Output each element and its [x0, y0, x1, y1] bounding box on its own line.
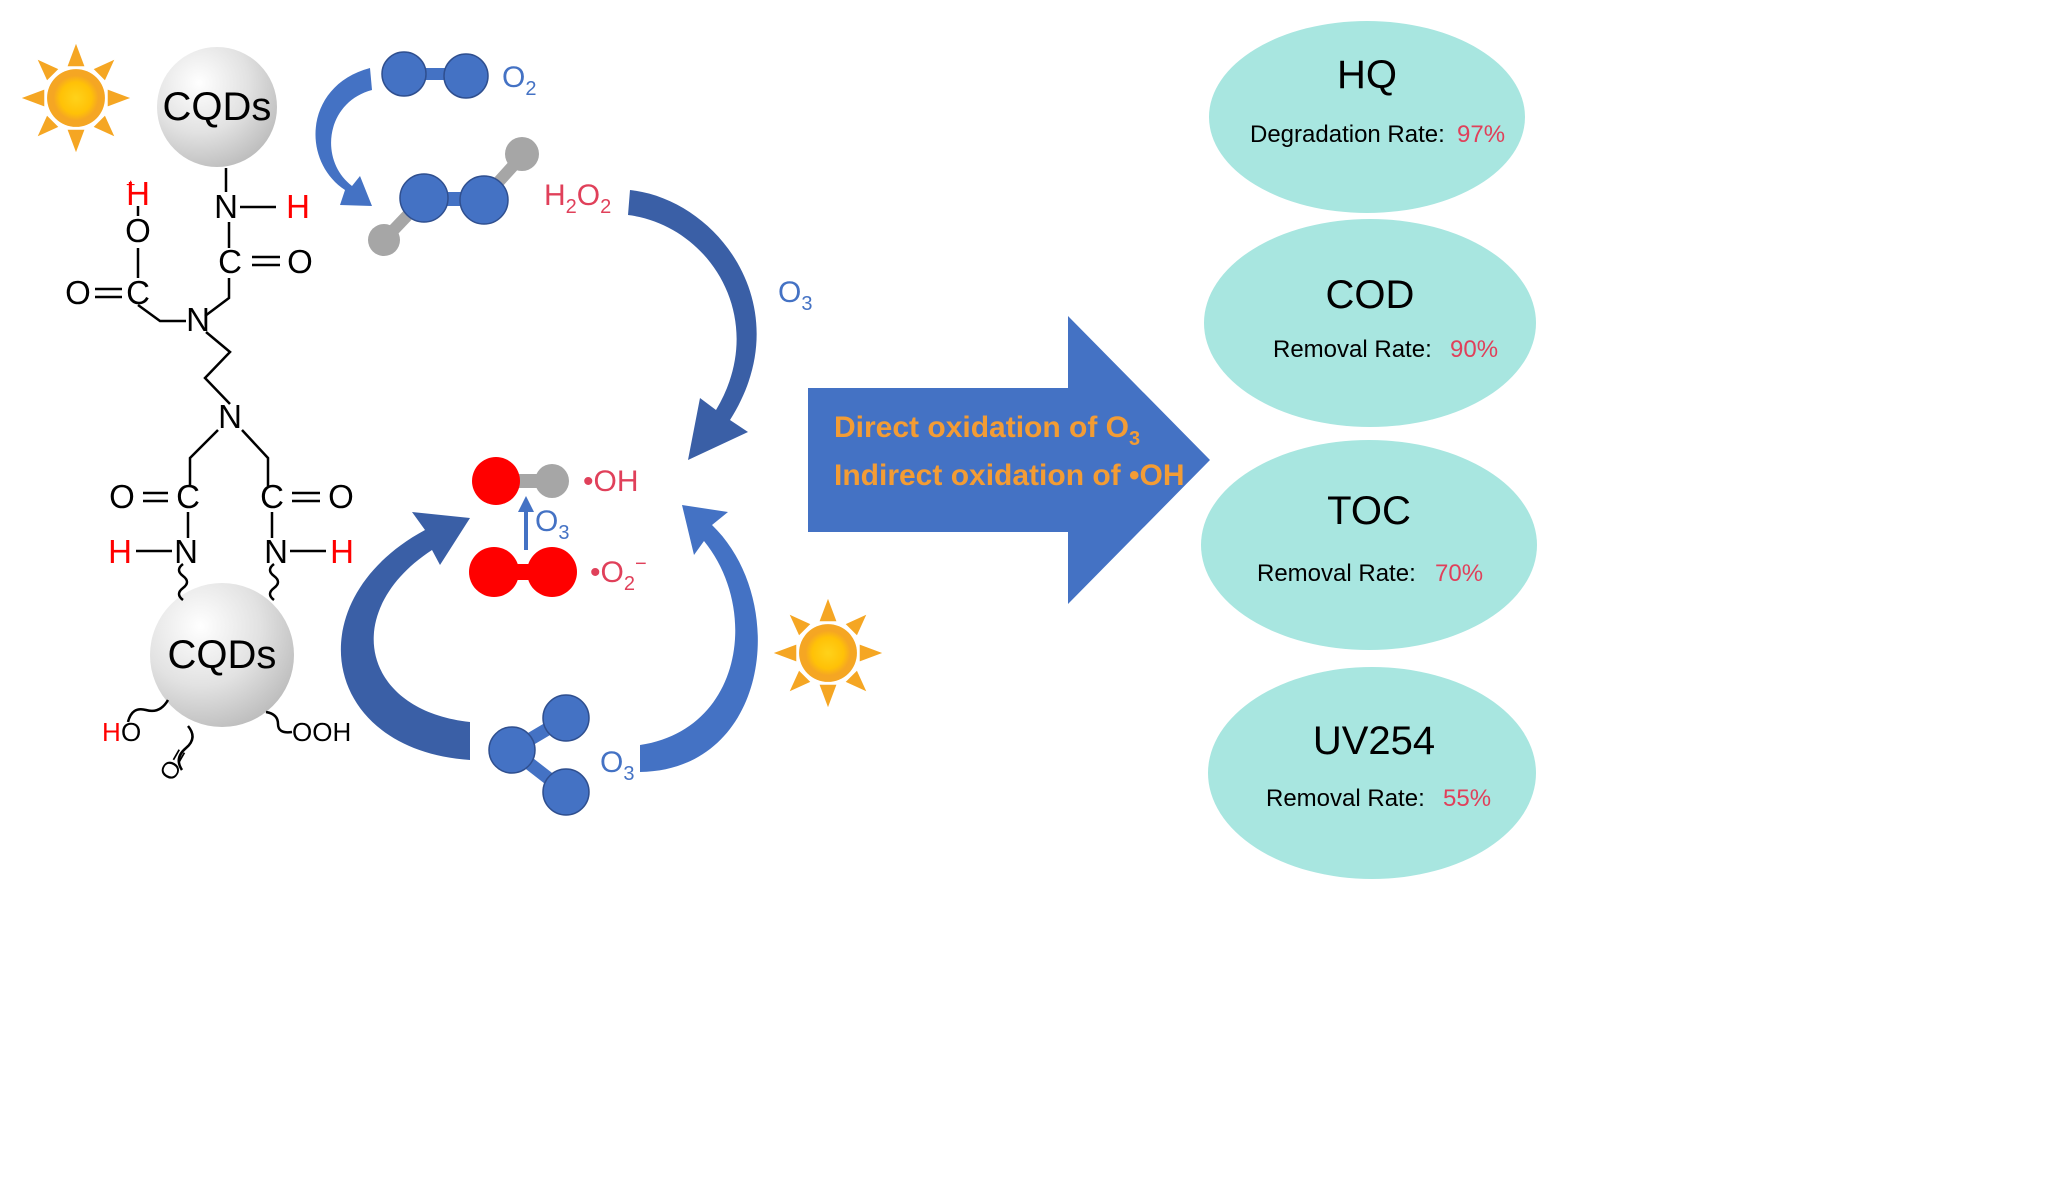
oh-radical-molecule [472, 457, 569, 505]
atom-c: C [260, 478, 284, 515]
cqd-label-bottom: CQDs [168, 633, 277, 677]
result-value: 90% [1450, 336, 1498, 363]
small-up-arrow [518, 496, 534, 550]
atom-n: N [174, 533, 198, 570]
atom-c: C [218, 243, 242, 280]
atom-c: C [126, 274, 150, 311]
ligand-structure [95, 168, 326, 771]
keto-group: O= [155, 744, 195, 786]
o3-label-bottom: O3 [600, 746, 634, 785]
result-name: UV254 [1313, 719, 1435, 763]
h2o2-molecule [368, 137, 539, 256]
curved-arrow-o3-right [640, 505, 758, 772]
sun-icon [21, 43, 131, 153]
cqd-particle-top: CQDs [157, 47, 277, 167]
plus-sign: + [126, 177, 135, 194]
atom-n: N [186, 301, 210, 338]
o3-molecule [488, 694, 590, 816]
atom-o-minus: O [125, 212, 151, 249]
mechanism-line-2: Indirect oxidation of •OH [834, 459, 1185, 492]
atom-c: C [176, 478, 200, 515]
result-value: 97% [1457, 121, 1505, 148]
curved-arrow-o2 [315, 68, 372, 206]
o3-label-right: O3 [778, 276, 812, 315]
ooh-group: OOH [292, 717, 351, 747]
atom-h: H [330, 533, 354, 570]
atom-o: O [65, 274, 91, 311]
oh-radical-label: •OH [583, 465, 639, 498]
o2-label: O2 [502, 61, 536, 100]
result-uv254: UV254 Removal Rate: 55% [1208, 667, 1536, 879]
atom-n: N [264, 533, 288, 570]
superoxide-molecule [469, 547, 577, 597]
o3-label-center: O3 [535, 505, 569, 544]
result-hq: HQ Degradation Rate: 97% [1209, 21, 1525, 213]
atom-o: O [287, 243, 313, 280]
o2-molecule [381, 51, 489, 99]
atom-n: N [214, 188, 238, 225]
atom-h-plus: H [126, 175, 150, 212]
result-metric: Removal Rate: [1273, 336, 1432, 363]
mechanism-line-1: Direct oxidation of O3 [834, 411, 1140, 450]
h2o2-label: H2O2 [544, 179, 611, 218]
curved-arrow-o3-left [340, 512, 470, 760]
result-name: HQ [1337, 53, 1397, 97]
mechanism-arrow: Direct oxidation of O3 Indirect oxidatio… [808, 316, 1210, 604]
ho-o: O [121, 717, 141, 747]
result-metric: Degradation Rate: [1250, 121, 1445, 148]
atom-h: H [108, 533, 132, 570]
cqd-particle-bottom: CQDs [150, 583, 294, 727]
atom-o: O [109, 478, 135, 515]
result-name: TOC [1327, 489, 1411, 533]
result-cod: COD Removal Rate: 90% [1204, 219, 1536, 427]
result-value: 70% [1435, 560, 1483, 587]
sun-icon [773, 598, 883, 708]
curved-arrow-h2o2 [628, 190, 757, 460]
ho-h: H [102, 717, 121, 747]
result-value: 55% [1443, 785, 1491, 812]
superoxide-label: •O2− [590, 553, 647, 595]
cqd-label-top: CQDs [163, 85, 272, 129]
curved-arrows [315, 68, 758, 772]
atom-h: H [286, 188, 310, 225]
result-metric: Removal Rate: [1257, 560, 1416, 587]
atom-n: N [218, 398, 242, 435]
result-name: COD [1326, 273, 1415, 317]
result-toc: TOC Removal Rate: 70% [1201, 440, 1537, 650]
atom-o: O [328, 478, 354, 515]
result-metric: Removal Rate: [1266, 785, 1425, 812]
